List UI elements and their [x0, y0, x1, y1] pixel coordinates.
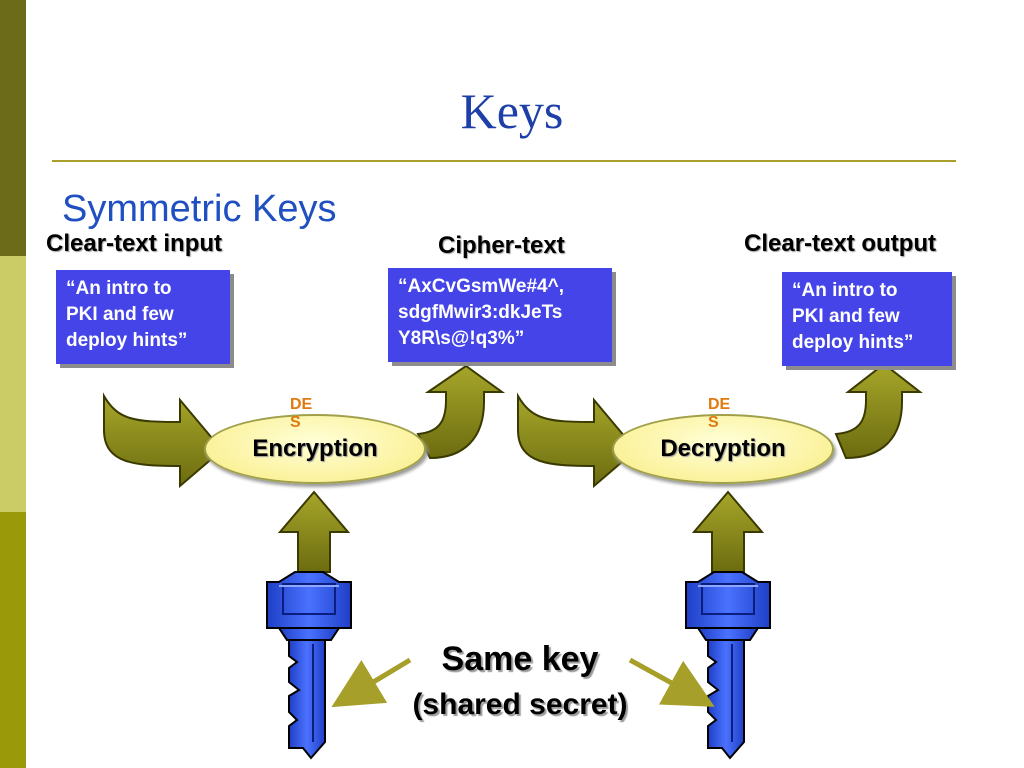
decrypted-line: “An intro to — [792, 280, 898, 301]
sidebar-stripe-top — [0, 0, 26, 256]
sidebar-stripe-bottom — [0, 512, 26, 768]
left-key-icon — [266, 571, 352, 759]
algorithm-text: S — [290, 414, 301, 431]
plaintext-line: “An intro to — [66, 278, 172, 299]
decryption-algorithm-label: DE S — [708, 396, 730, 432]
output-arrow — [834, 362, 923, 460]
encryption-process: Encryption — [204, 414, 426, 484]
decryption-process: Decryption — [612, 414, 834, 484]
title-divider — [52, 160, 956, 162]
right-key-icon — [685, 571, 771, 759]
encryption-key-arrow — [277, 490, 351, 573]
encryption-algorithm-label: DE S — [290, 396, 312, 432]
decrypted-line: deploy hints” — [792, 332, 914, 353]
decrypted-line: PKI and few — [792, 306, 900, 327]
label-clear-text-input: Clear-text input — [46, 230, 223, 257]
decryption-key-arrow — [691, 490, 765, 573]
algorithm-text: DE — [290, 396, 313, 413]
slide-subtitle: Symmetric Keys — [62, 188, 337, 230]
label-cipher-text: Cipher-text — [438, 232, 565, 259]
plaintext-line: deploy hints” — [66, 330, 188, 351]
decryption-label: Decryption — [660, 435, 786, 462]
algorithm-text: S — [708, 414, 719, 431]
label-clear-text-output: Clear-text output — [744, 230, 936, 257]
caption-same-key: Same key — [441, 640, 599, 678]
pointer-arrow-right — [628, 657, 715, 707]
ciphertext-line: sdgfMwir3:dkJeTs — [398, 302, 563, 323]
ciphertext-line: Y8R\s@!q3%” — [398, 328, 525, 349]
input-arrow — [103, 392, 224, 489]
plaintext-line: PKI and few — [66, 304, 174, 325]
ciphertext-box: “AxCvGsmWe#4^, sdgfMwir3:dkJeTs Y8R\s@!q… — [388, 268, 612, 362]
plaintext-box: “An intro to PKI and few deploy hints” — [56, 270, 230, 364]
pointer-arrow-left — [331, 657, 412, 708]
slide-title: Keys — [460, 83, 564, 139]
ciphertext-input-arrow — [517, 392, 638, 489]
caption-shared-secret: (shared secret) — [412, 688, 628, 721]
decrypted-text-box: “An intro to PKI and few deploy hints” — [782, 272, 952, 366]
sidebar-stripe-middle — [0, 256, 26, 512]
cipher-arrow — [416, 364, 506, 460]
encryption-label: Encryption — [252, 435, 378, 462]
algorithm-text: DE — [708, 396, 731, 413]
ciphertext-line: “AxCvGsmWe#4^, — [398, 276, 564, 297]
